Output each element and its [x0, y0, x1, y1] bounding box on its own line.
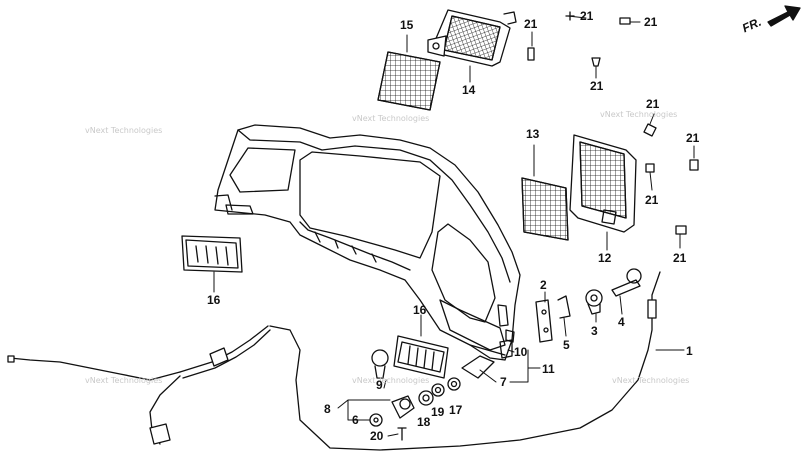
callout-18: 18 — [417, 415, 431, 429]
part-7-plate — [461, 355, 495, 379]
callout-11: 11 — [542, 362, 555, 376]
callout-15: 15 — [400, 18, 414, 32]
part-5-clip — [557, 295, 571, 319]
callout-20: 20 — [370, 429, 384, 443]
callout-21-c: 21 — [644, 15, 658, 29]
callout-16-center: 16 — [413, 303, 427, 317]
part-9-knob — [371, 349, 389, 379]
callout-21-d: 21 — [590, 79, 604, 93]
part-6-washer — [369, 413, 383, 427]
callout-10: 10 — [514, 345, 528, 359]
meter-hood-panel — [214, 124, 521, 361]
leader-lines — [213, 15, 695, 437]
front-direction-arrow — [767, 5, 801, 27]
part-1-cable — [7, 271, 661, 451]
watermark: vNext Technologies — [612, 376, 690, 385]
callout-19: 19 — [431, 405, 445, 419]
callout-21-g: 21 — [645, 193, 659, 207]
watermark: vNext Technologies — [85, 126, 163, 135]
part-14-speaker-housing — [427, 9, 517, 67]
watermark: vNext Technologies — [352, 114, 430, 123]
callout-21-a: 21 — [524, 17, 538, 31]
watermark: vNext Technologies — [352, 376, 430, 385]
part-4-lever — [611, 268, 642, 297]
callout-14: 14 — [462, 83, 476, 97]
callout-21-f: 21 — [686, 131, 700, 145]
part-8-knob-base — [391, 395, 415, 419]
watermark: vNext Technologies — [600, 110, 678, 119]
part-15-speaker-grille — [377, 51, 441, 111]
callout-21-b: 21 — [580, 9, 594, 23]
part-2-bracket — [535, 299, 553, 343]
part-16-air-vent-left — [181, 235, 243, 273]
part-19-ring — [431, 383, 445, 397]
callout-1: 1 — [686, 344, 693, 358]
callout-21-h: 21 — [673, 251, 687, 265]
callout-17: 17 — [449, 403, 463, 417]
callout-7: 7 — [500, 375, 507, 389]
callout-6: 6 — [352, 413, 359, 427]
callout-4: 4 — [618, 315, 625, 329]
part-17-ring — [447, 377, 461, 391]
part-20-screw — [397, 427, 407, 441]
callout-13: 13 — [526, 127, 540, 141]
part-16-air-vent-center — [393, 335, 449, 379]
part-21-screws — [527, 11, 699, 235]
callout-16-left: 16 — [207, 293, 221, 307]
callout-12: 12 — [598, 251, 612, 265]
part-10-clip — [499, 339, 513, 359]
part-12-speaker-housing — [569, 134, 637, 233]
part-18-ring — [418, 390, 434, 406]
part-13-speaker-grille — [521, 177, 569, 241]
callout-3: 3 — [591, 324, 598, 338]
callout-5: 5 — [563, 338, 570, 352]
callout-2: 2 — [540, 278, 547, 292]
callout-21-e: 21 — [646, 97, 660, 111]
callout-9: 9 — [376, 378, 383, 392]
watermark: vNext Technologies — [85, 376, 163, 385]
part-3-knob — [585, 289, 603, 315]
callout-8: 8 — [324, 402, 331, 416]
